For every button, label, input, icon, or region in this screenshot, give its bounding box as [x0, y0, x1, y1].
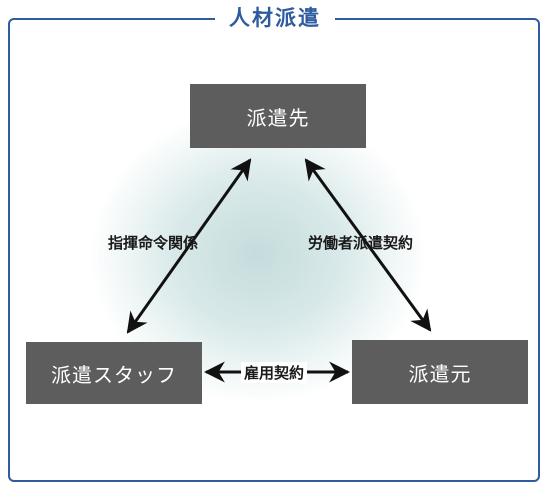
diagram-title-wrap: 人材派遣	[0, 4, 550, 34]
label-command-relation: 指揮命令関係	[108, 234, 199, 252]
label-employment-contract: 雇用契約	[241, 362, 308, 383]
label-dispatch-contract: 労働者派遣契約	[308, 234, 414, 252]
node-haken-moto: 派遣元	[352, 340, 528, 404]
diagram-title: 人材派遣	[215, 4, 335, 32]
node-haken-staff: 派遣スタッフ	[26, 342, 202, 404]
node-haken-saki: 派遣先	[190, 84, 366, 148]
arrow-left-command	[126, 158, 252, 334]
arrow-right-contract	[304, 158, 432, 332]
